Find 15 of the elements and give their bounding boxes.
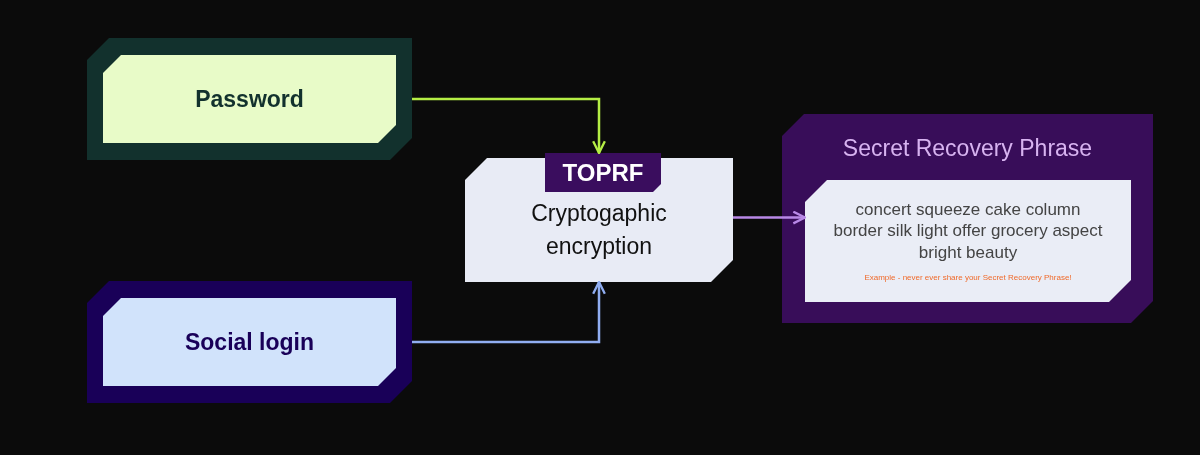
panel-title: Secret Recovery Phrase — [841, 135, 1094, 162]
password-box — [87, 38, 412, 160]
phrase-card — [805, 180, 1131, 302]
arrow — [733, 210, 807, 225]
arrow — [412, 97, 606, 155]
box-label: Password — [195, 85, 304, 113]
warning-note: Example - never ever share your Secret Recovery Phrase! — [863, 272, 1073, 283]
process-label: Cryptogaphic encryption — [530, 199, 668, 262]
arrow — [412, 280, 606, 344]
phrase-text: concert squeeze cake column border silk light offer grocery aspect bright beauty — [832, 199, 1104, 263]
tag-label: TOPRF — [545, 153, 661, 192]
social-login-box — [87, 281, 412, 403]
output-panel — [782, 114, 1153, 323]
box-label: Social login — [184, 328, 315, 356]
process-box — [465, 153, 733, 282]
